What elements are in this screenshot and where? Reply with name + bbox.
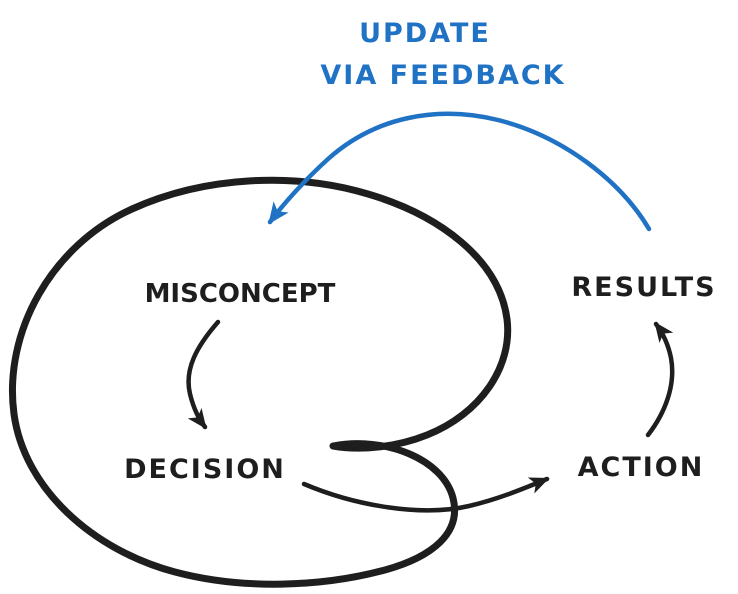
node-results: RESULTS	[571, 272, 716, 303]
misconception-blob-outline	[9, 176, 512, 588]
node-decision: DECISION	[124, 454, 286, 485]
arrow-decision-to-action	[301, 476, 550, 513]
node-misconcept: MISCONCEPT	[145, 279, 336, 309]
feedback-caption-line1: UPDATE	[359, 18, 491, 49]
arrow-action-to-results	[645, 321, 675, 438]
arrow-misconcept-to-decision	[186, 319, 221, 430]
feedback-caption-line2: VIA FEEDBACK	[320, 60, 565, 91]
node-action: ACTION	[578, 452, 705, 483]
arrow-update-via-feedback	[267, 111, 652, 232]
